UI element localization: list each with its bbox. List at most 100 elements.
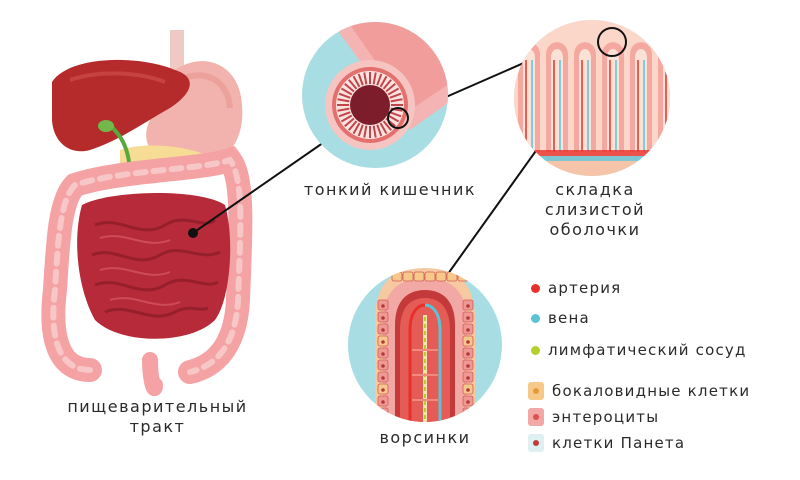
fold-core [551,49,563,152]
villus-section [348,268,502,422]
legend-item-artery: артерия [528,278,621,298]
cell-nucleus [381,316,385,320]
mucosa-fold-section [514,20,670,176]
epithelial-cell [457,271,469,282]
goblet-cell-icon [528,382,544,400]
mucosa-fold-label: складка слизистой оболочки [530,180,660,240]
fold-core [523,49,535,152]
legend-item-lymph: лимфатический сосуд [528,340,747,360]
villus-stroke [390,98,403,103]
villus-stroke [340,87,353,96]
legend-label: вена [548,309,590,327]
legend-item-enterocytes: энтероциты [528,407,659,427]
legend-label: артерия [548,279,622,297]
villus-stroke [385,83,396,93]
villus-stroke [348,79,358,90]
mucosa-fold-label-line: складка [555,180,635,199]
digestive-tract-label-line: тракт [129,417,186,436]
epithelial-cell [402,271,414,282]
cell-nucleus [466,340,470,344]
villus-stroke [389,92,402,99]
villus-stroke [338,111,351,118]
cell-nucleus [381,352,385,356]
cell-nucleus [466,304,470,308]
villus-stroke [387,87,400,96]
cell-nucleus [381,364,385,368]
epithelial-cell [413,271,425,282]
cell-nucleus [466,316,470,320]
small-intestine-label: тонкий кишечник [303,180,477,199]
cell-nucleus [381,328,385,332]
villus-stroke [389,111,402,118]
fold-core [635,49,647,152]
villus-stroke [379,75,388,88]
villus-stroke [338,92,351,99]
villus-stroke [337,98,350,103]
legend-label: клетки Панета [552,434,686,452]
legend-label: бокаловидные клетки [552,382,751,400]
gallbladder [98,120,114,132]
villi-label: ворсинки [379,428,471,447]
legend-item-paneth: клетки Панета [528,433,685,453]
paneth-cell-icon [528,434,544,452]
mucosa-fold-label-line: оболочки [549,220,641,239]
vein-dot-icon [531,313,540,323]
legend-label: энтероциты [552,408,660,426]
epithelial-cell [446,271,458,282]
villus-stroke [344,117,355,127]
fold-core [607,49,619,152]
connector-line [192,137,331,234]
legend-item-vein: вена [528,308,590,328]
fold-core [579,49,591,152]
villus-stroke [337,107,350,112]
villus-stroke [376,124,383,137]
zoom-marker [387,107,409,129]
villus-stroke [348,120,358,131]
cell-nucleus [466,412,470,416]
legend-item-goblet: бокаловидные клетки [528,381,750,401]
artery-dot-icon [531,283,540,293]
villus-stroke [372,125,377,138]
villus-stroke [352,75,361,88]
digestive-tract-illustration [41,30,253,397]
villus-stroke [363,125,368,138]
villus-stroke [372,72,377,85]
cell-nucleus [466,352,470,356]
small-intestine-section [302,22,448,168]
villus-stroke [363,72,368,85]
cell-nucleus [466,376,470,380]
villus-stroke [379,122,388,135]
villus-stroke [352,122,361,135]
villus-stroke [387,114,400,123]
cell-nucleus [381,400,385,404]
cell-nucleus [381,412,385,416]
liver [52,59,190,152]
zoom-marker [597,27,627,57]
digestive-tract-label: пищеварительный тракт [45,397,270,437]
fold-core [663,49,670,152]
epithelial-cell [377,407,389,419]
cell-nucleus [466,364,470,368]
villus-stroke [357,124,364,137]
villus-stroke [376,73,383,86]
cell-nucleus [381,340,385,344]
cell-nucleus [466,400,470,404]
cell-nucleus [381,304,385,308]
cell-nucleus [466,388,470,392]
villus-stroke [344,83,355,93]
epithelial-cell [462,407,474,419]
villus-stroke [382,79,392,90]
mucosa-fold-label-line: слизистой [544,200,646,219]
lymph-dot-icon [531,345,540,355]
stomach [146,61,243,168]
digestive-tract-label-line: пищеварительный [67,397,248,416]
cell-nucleus [466,328,470,332]
legend-label: лимфатический сосуд [548,341,747,359]
villus-stroke [382,120,392,131]
epithelial-cell [391,271,403,282]
epithelial-cell [424,271,436,282]
enterocyte-icon [528,408,544,426]
epithelial-cell [435,271,447,282]
cell-nucleus [381,376,385,380]
